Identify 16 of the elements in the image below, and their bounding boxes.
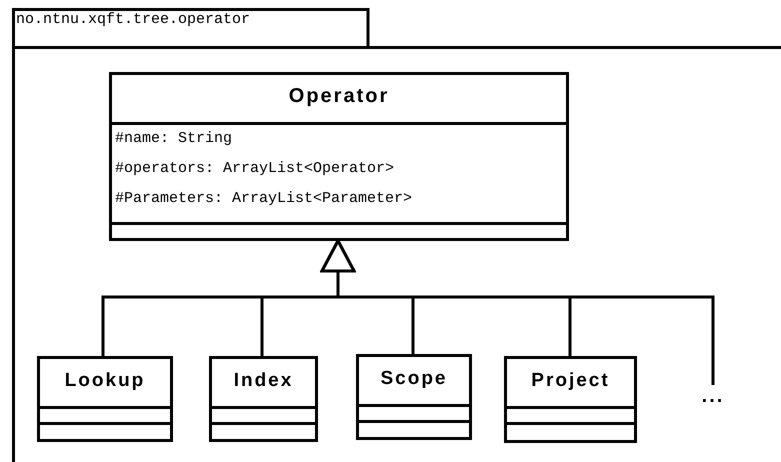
class-box (37, 356, 173, 442)
class-box (209, 356, 318, 442)
class-box (109, 72, 569, 241)
class-name: Index (232, 370, 294, 392)
attribute-text: #name: String (115, 130, 232, 147)
ellipsis-text: ... (700, 385, 726, 408)
class-name: Operator (288, 85, 390, 108)
class-name: Scope (379, 368, 449, 390)
class-box (504, 356, 637, 443)
attribute-text: #Parameters: ArrayList<Parameter> (115, 190, 412, 207)
class-name: Project (530, 370, 611, 392)
class-box (356, 354, 472, 440)
attribute-text: #operators: ArrayList<Operator> (115, 160, 394, 177)
package-name: no.ntnu.xqft.tree.operator (16, 11, 250, 28)
generalization-arrow (320, 240, 714, 385)
class-name: Lookup (64, 370, 146, 392)
